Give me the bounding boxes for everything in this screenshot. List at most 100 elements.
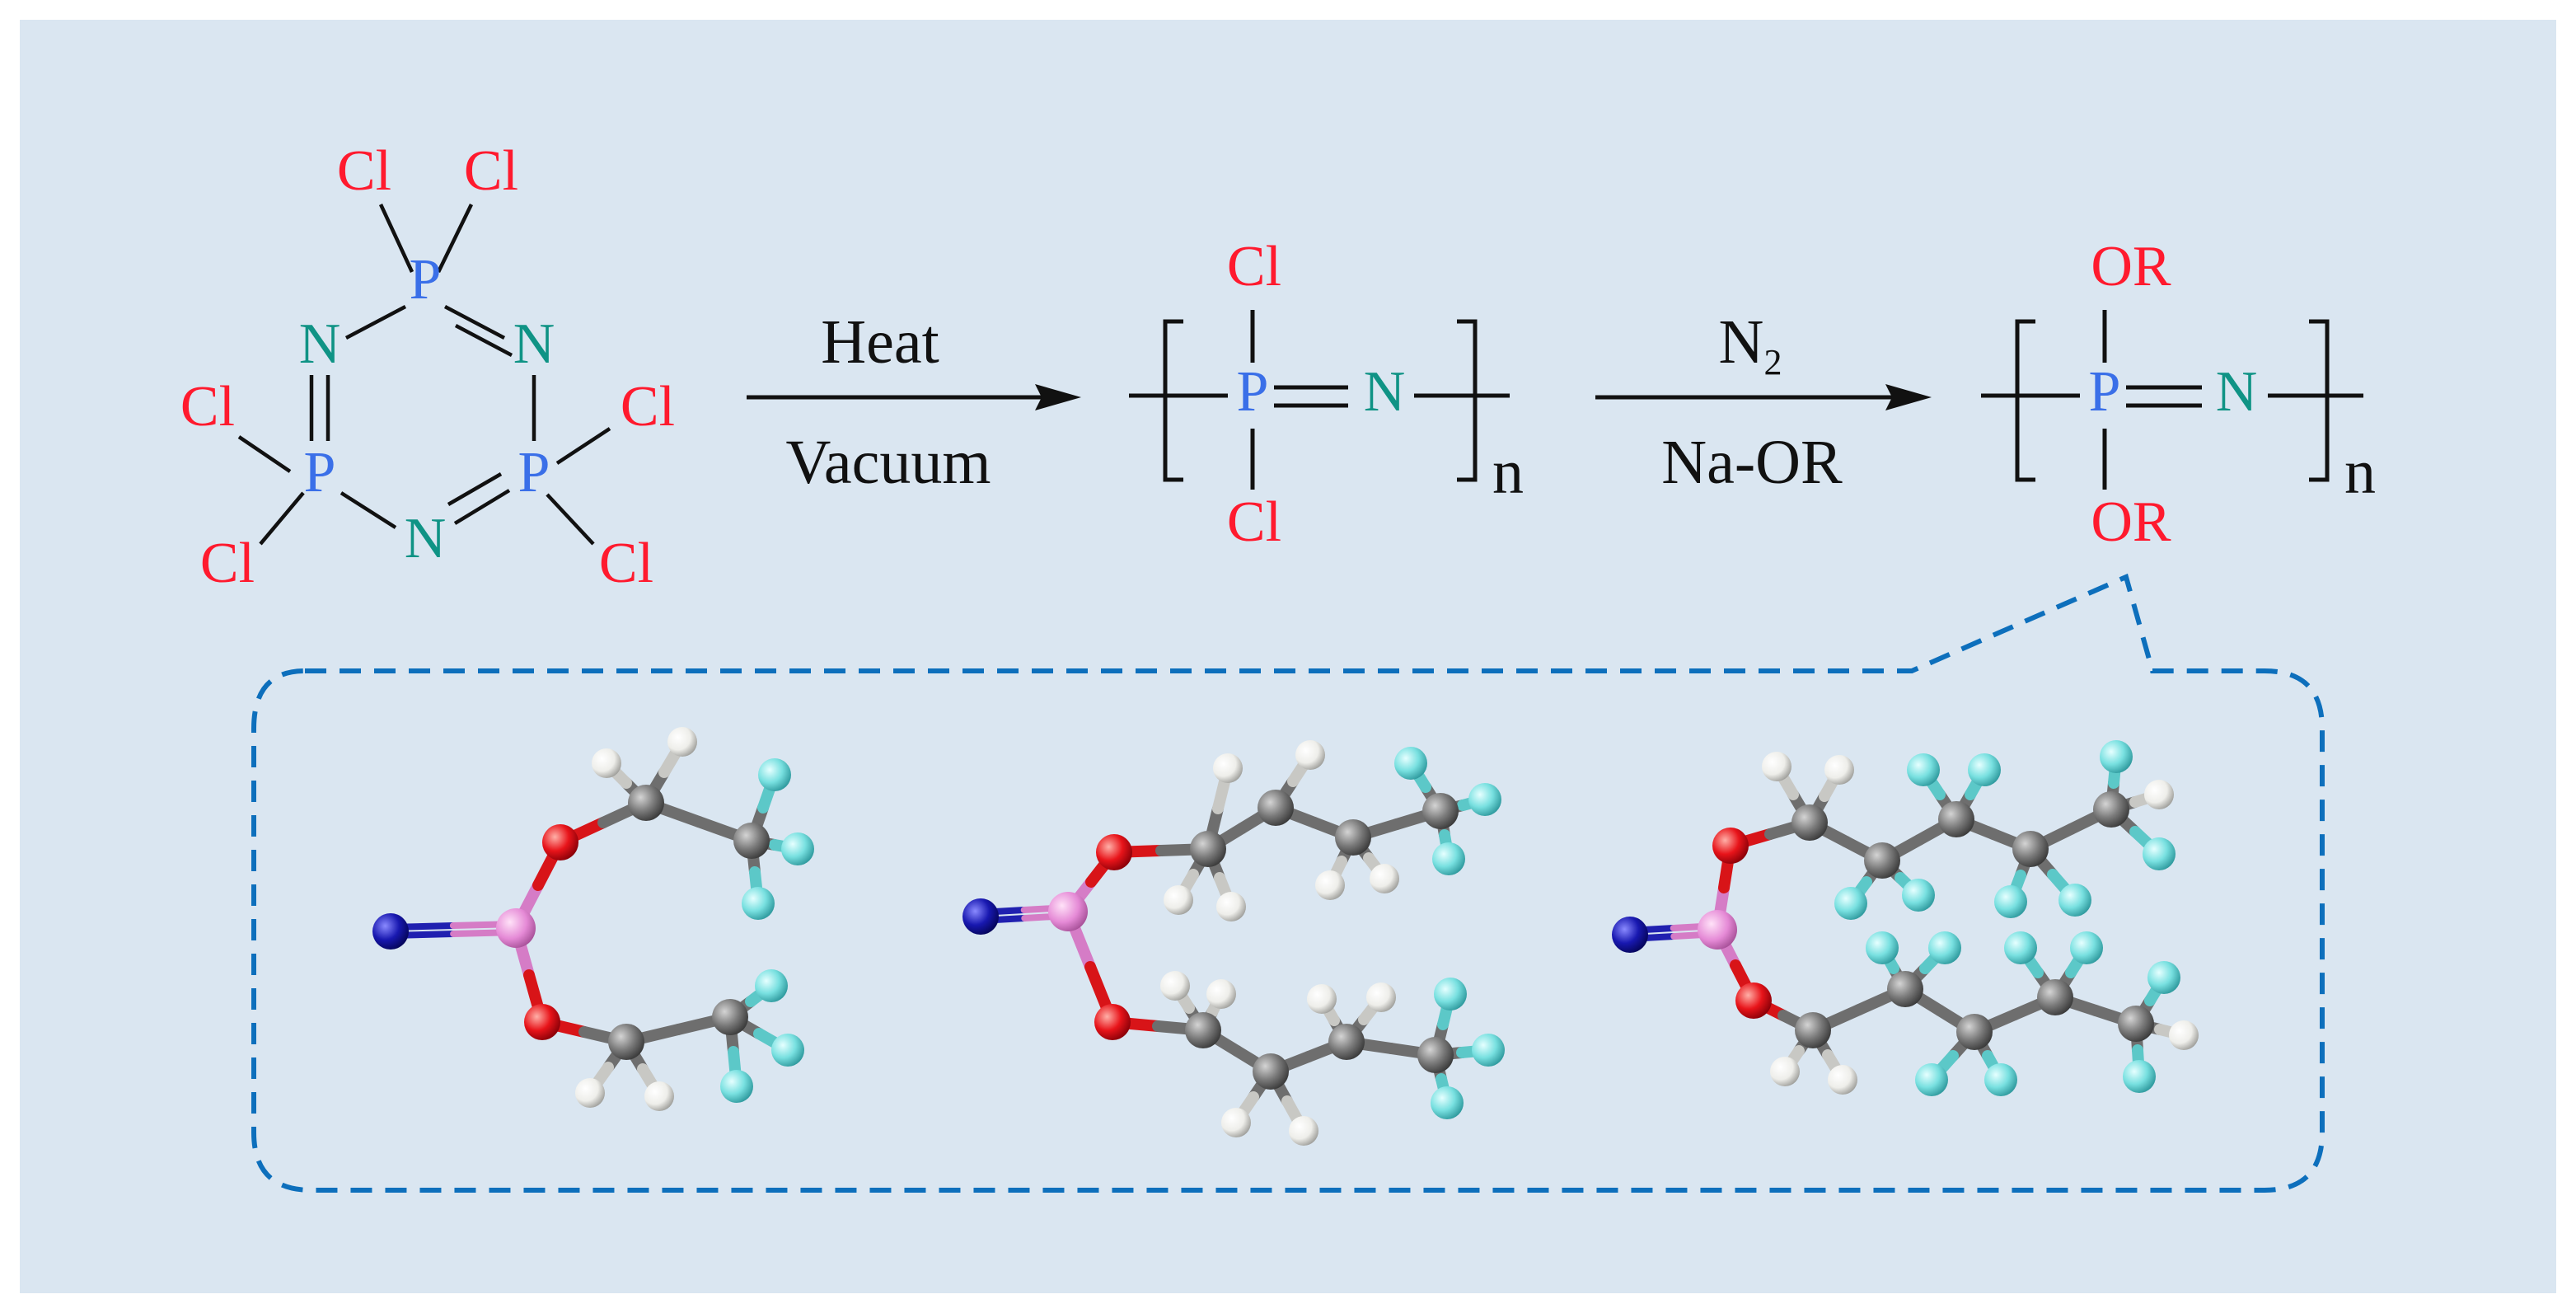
- condition-n2: N2: [1719, 307, 1782, 382]
- polyorganophosphazene: [1981, 310, 2363, 490]
- polymer2-or-bottom: OR: [2091, 490, 2171, 554]
- fluorine-atom: [1394, 747, 1427, 780]
- polydichlorophosphazene: [1129, 310, 1510, 490]
- fluorine-atom: [1907, 753, 1940, 786]
- hydrogen-atom: [1762, 752, 1791, 781]
- side-group-callout: [251, 573, 2325, 1193]
- carbon-atom: [1795, 1012, 1831, 1048]
- ring-cl-5: Cl: [200, 532, 255, 595]
- hydrogen-atom: [644, 1081, 674, 1111]
- carbon-atom: [608, 1024, 644, 1060]
- reaction-arrow-2: [1595, 384, 1932, 410]
- oxygen-atom: [542, 824, 578, 860]
- fluorine-atom: [1472, 1034, 1505, 1067]
- fluorine-atom: [1902, 879, 1935, 912]
- fluorine-atom: [758, 758, 791, 791]
- fluorine-atom: [1928, 931, 1961, 964]
- hydrogen-atom: [1307, 984, 1337, 1014]
- hydrogen-atom: [667, 727, 697, 757]
- fluorine-atom: [755, 969, 788, 1002]
- polymer1-p: P: [1237, 360, 1269, 424]
- carbon-atom: [1791, 804, 1828, 841]
- ring-cl-1: Cl: [337, 139, 391, 203]
- hydrogen-atom: [1370, 864, 1399, 893]
- ring-cl-3: Cl: [180, 375, 235, 438]
- carbon-atom: [1422, 793, 1459, 829]
- ring-p-right: P: [518, 441, 550, 504]
- hydrogen-atom: [1315, 870, 1345, 900]
- fluorine-atom: [1434, 978, 1467, 1011]
- fluorine-atom: [1431, 1086, 1464, 1119]
- oxygen-atom: [1735, 982, 1772, 1019]
- nitrogen-atom: [372, 913, 409, 950]
- pentafluoropropoxy-model: [962, 740, 1505, 1146]
- fluorine-atom: [781, 832, 814, 865]
- condition-vacuum: Vacuum: [785, 428, 991, 497]
- carbon-atom: [1956, 1014, 1993, 1050]
- fluorine-atom: [2147, 961, 2180, 994]
- hydrogen-atom: [1221, 1108, 1251, 1137]
- hydrogen-atom: [1366, 982, 1396, 1012]
- fluorine-atom: [742, 887, 775, 920]
- polymer2-n: N: [2216, 360, 2258, 424]
- carbon-atom: [1417, 1037, 1454, 1073]
- hydrogen-atom: [1828, 1065, 1857, 1095]
- polymer1-repeat-n: n: [1492, 437, 1524, 506]
- hydrogen-atom: [2169, 1020, 2199, 1050]
- phosphorus-atom: [1698, 910, 1737, 950]
- nitrogen-atom: [1612, 917, 1648, 953]
- carbon-atom: [1258, 790, 1294, 826]
- oxygen-atom: [524, 1004, 560, 1040]
- carbon-atom: [1328, 1024, 1365, 1060]
- carbon-atom: [1335, 819, 1371, 856]
- condition-heat: Heat: [821, 307, 939, 377]
- fluorine-atom: [771, 1034, 804, 1067]
- ring-n-left: N: [299, 312, 341, 376]
- ring-cl-6: Cl: [599, 532, 653, 595]
- fluorine-atom: [1834, 887, 1867, 920]
- ring-p-left: P: [304, 441, 336, 504]
- phosphorus-atom: [496, 908, 536, 948]
- polymer1-n: N: [1364, 360, 1406, 424]
- nitrogen-atom: [962, 898, 999, 935]
- carbon-atom: [628, 785, 664, 821]
- fluorine-atom: [2143, 837, 2176, 870]
- ring-n-right: N: [513, 312, 555, 376]
- hydrogen-atom: [1770, 1057, 1800, 1086]
- oxygen-atom: [1712, 828, 1749, 864]
- carbon-atom: [1185, 1012, 1221, 1048]
- hydrogen-atom: [2144, 780, 2174, 809]
- hydrogen-atom: [1295, 740, 1325, 770]
- ring-atom-labels: P P P N N N Cl Cl Cl Cl Cl Cl: [180, 139, 675, 595]
- fluorine-atom: [1984, 1063, 2017, 1096]
- carbon-atom: [1864, 842, 1900, 879]
- carbon-atom: [1190, 831, 1226, 867]
- hydrogen-atom: [575, 1078, 605, 1108]
- ring-n-bottom: N: [405, 507, 447, 570]
- hydrogen-atom: [1206, 979, 1236, 1009]
- fluorine-atom: [2123, 1060, 2156, 1093]
- hydrogen-atom: [1289, 1116, 1318, 1146]
- ring-p-top: P: [410, 248, 442, 312]
- fluorine-atom: [2100, 740, 2133, 773]
- fluorine-atom: [1432, 842, 1465, 875]
- fluorine-atom: [1468, 783, 1501, 816]
- oxygen-atom: [1094, 1004, 1131, 1040]
- ring-cl-4: Cl: [621, 375, 675, 438]
- condition-na-or: Na-OR: [1661, 428, 1843, 497]
- carbon-atom: [1938, 801, 1974, 837]
- polymer2-repeat-n: n: [2344, 437, 2376, 506]
- polymer1-cl-bottom: Cl: [1227, 490, 1281, 554]
- carbon-atom: [2012, 831, 2049, 867]
- carbon-atom: [1253, 1053, 1289, 1090]
- hydrogen-atom: [1824, 755, 1854, 785]
- oxygen-atom: [1096, 834, 1132, 870]
- reaction-arrow-1: [747, 384, 1081, 410]
- fluorine-atom: [1866, 931, 1899, 964]
- phosphorus-atom: [1048, 892, 1088, 931]
- polymer1-labels: P N Cl Cl n: [1227, 235, 1524, 554]
- carbon-atom: [2093, 791, 2129, 828]
- hydrogen-atom: [1213, 753, 1243, 783]
- fluorine-atom: [1968, 753, 2001, 786]
- trifluoroethoxy-model: [372, 727, 814, 1111]
